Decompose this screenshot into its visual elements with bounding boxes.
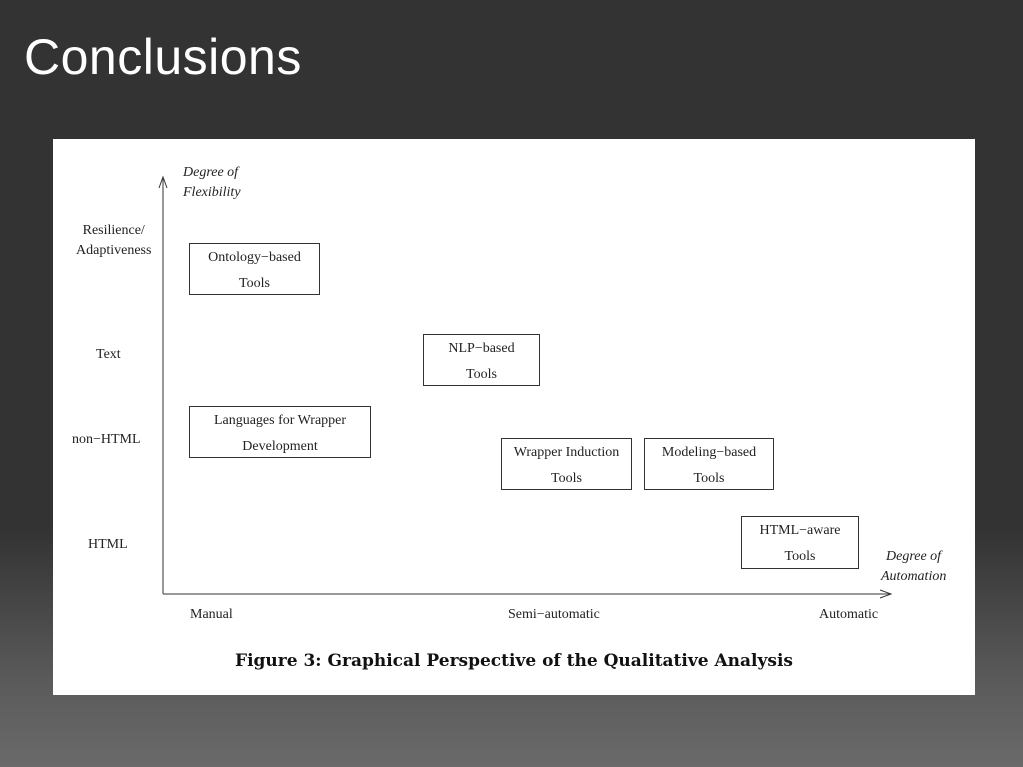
figure-panel: Degree of Flexibility Degree of Automati… <box>53 139 975 695</box>
box-wrapper-induction-line2: Tools <box>551 471 582 486</box>
box-wrapper-induction-tools: Wrapper Induction Tools <box>501 438 632 490</box>
x-axis-arrow <box>879 589 893 599</box>
x-level-automatic: Automatic <box>819 607 879 622</box>
y-level-text: Text <box>96 347 121 362</box>
x-axis-title-line1: Degree of <box>886 549 942 564</box>
y-level-html: HTML <box>88 537 128 552</box>
box-wrapper-induction-line1: Wrapper Induction <box>513 445 620 460</box>
box-html-aware-line2: Tools <box>784 549 816 564</box>
y-level-resilience-line1: Resilience/ <box>82 223 145 238</box>
box-languages-for-wrapper-development: Languages for Wrapper Development <box>189 406 371 458</box>
box-modeling-line1: Modeling−based <box>661 445 757 460</box>
y-axis-title: Degree of Flexibility <box>183 163 241 203</box>
box-languages-line2: Development <box>242 439 318 454</box>
slide-title: Conclusions <box>24 29 302 85</box>
y-level-resilience: Resilience/ Adaptiveness <box>76 221 151 261</box>
y-level-resilience-line2: Adaptiveness <box>76 243 152 258</box>
box-nlp-line1: NLP−based <box>448 341 515 356</box>
y-axis-arrow <box>158 175 168 189</box>
box-ontology-line2: Tools <box>239 276 270 291</box>
box-ontology-line1: Ontology−based <box>208 250 301 265</box>
axes <box>158 175 893 599</box>
box-modeling-based-tools: Modeling−based Tools <box>644 438 774 490</box>
box-html-aware-tools: HTML−aware Tools <box>741 516 859 569</box>
x-level-semi-automatic: Semi−automatic <box>508 607 600 622</box>
box-nlp-line2: Tools <box>466 367 497 382</box>
box-nlp-based-tools: NLP−based Tools <box>423 334 540 386</box>
y-axis-title-line1: Degree of <box>183 165 239 180</box>
figure-caption: Figure 3: Graphical Perspective of the Q… <box>235 651 793 671</box>
x-axis-title: Degree of Automation <box>881 547 946 587</box>
box-html-aware-line1: HTML−aware <box>759 523 841 538</box>
x-level-manual: Manual <box>190 607 233 622</box>
y-level-non-html: non−HTML <box>72 432 141 447</box>
x-axis-title-line2: Automation <box>881 569 947 584</box>
box-languages-line1: Languages for Wrapper <box>213 413 347 428</box>
box-ontology-based-tools: Ontology−based Tools <box>189 243 320 295</box>
box-modeling-line2: Tools <box>693 471 725 486</box>
y-axis-title-line2: Flexibility <box>183 185 241 200</box>
